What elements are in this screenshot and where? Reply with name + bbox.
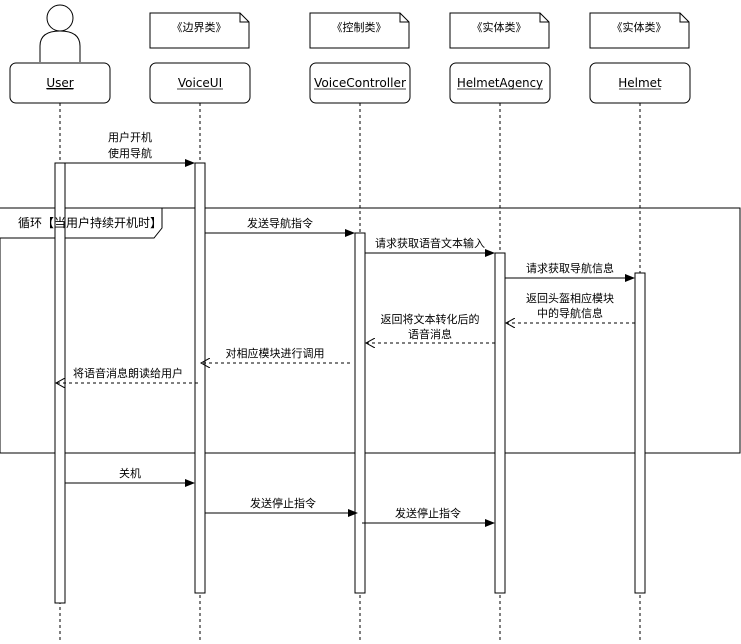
stereotype-note-voicecontroller: 《控制类》 <box>309 12 410 49</box>
participant-voiceui[interactable]: VoiceUI <box>149 62 251 104</box>
message-11: 发送停止指令 <box>362 506 495 527</box>
loop-fragment <box>0 207 741 454</box>
message-4: 请求获取导航信息 <box>505 261 635 282</box>
stereotype-label-voiceui: 《边界类》 <box>172 20 227 34</box>
message-label: 发送导航指令 <box>247 216 313 230</box>
message-label: 使用导航 <box>108 146 152 160</box>
loop-label: 循环【当用户持续开机时】 <box>18 215 162 230</box>
stereotype-note-voiceui: 《边界类》 <box>149 12 250 49</box>
activation-bar-voiceui <box>194 162 206 594</box>
message-10: 发送停止指令 <box>205 496 358 517</box>
message-8: 将语音消息朗读给用户 <box>56 366 198 383</box>
message-label: 将语音消息朗读给用户 <box>73 366 183 380</box>
message-label: 用户开机 <box>108 130 152 144</box>
message-label: 请求获取语音文本输入 <box>375 236 485 250</box>
message-label: 返回头盔相应模块 <box>526 291 614 305</box>
participant-helmet[interactable]: Helmet <box>589 62 691 104</box>
participant-user[interactable]: User <box>9 62 111 104</box>
message-6: 返回将文本转化后的 语音消息 <box>366 312 495 343</box>
stereotype-label-helmet: 《实体类》 <box>612 20 667 34</box>
stereotype-note-helmetagency: 《实体类》 <box>449 12 550 49</box>
message-label: 关机 <box>119 466 141 480</box>
participant-label-voiceui: VoiceUI <box>178 76 222 90</box>
participant-label-helmet: Helmet <box>618 76 662 90</box>
message-1: 用户开机 使用导航 <box>65 130 195 167</box>
message-label: 发送停止指令 <box>395 506 461 520</box>
message-label: 发送停止指令 <box>250 496 316 510</box>
message-2: 发送导航指令 <box>205 216 355 237</box>
message-label: 返回将文本转化后的 <box>381 312 480 326</box>
message-label: 请求获取导航信息 <box>526 261 614 275</box>
message-9: 关机 <box>65 466 195 487</box>
activation-bar-voicecontroller <box>354 232 366 594</box>
participant-label-user: User <box>46 76 73 90</box>
message-5: 返回头盔相应模块 中的导航信息 <box>506 291 635 323</box>
message-label: 语音消息 <box>408 327 452 341</box>
participant-label-voicecontroller: VoiceController <box>314 76 406 90</box>
stereotype-label-helmetagency: 《实体类》 <box>472 20 527 34</box>
stereotype-note-helmet: 《实体类》 <box>589 12 690 49</box>
actor-icon <box>39 4 81 62</box>
message-label: 对相应模块进行调用 <box>226 346 325 360</box>
activation-bar-helmet <box>634 272 646 594</box>
message-label: 中的导航信息 <box>537 306 603 320</box>
participant-helmetagency[interactable]: HelmetAgency <box>449 62 551 104</box>
message-7: 对相应模块进行调用 <box>201 346 350 363</box>
participant-label-helmetagency: HelmetAgency <box>457 76 543 90</box>
message-3: 请求获取语音文本输入 <box>365 236 495 257</box>
participant-voicecontroller[interactable]: VoiceController <box>309 62 411 104</box>
stereotype-label-voicecontroller: 《控制类》 <box>332 20 387 34</box>
activation-bar-helmetagency <box>494 252 506 594</box>
